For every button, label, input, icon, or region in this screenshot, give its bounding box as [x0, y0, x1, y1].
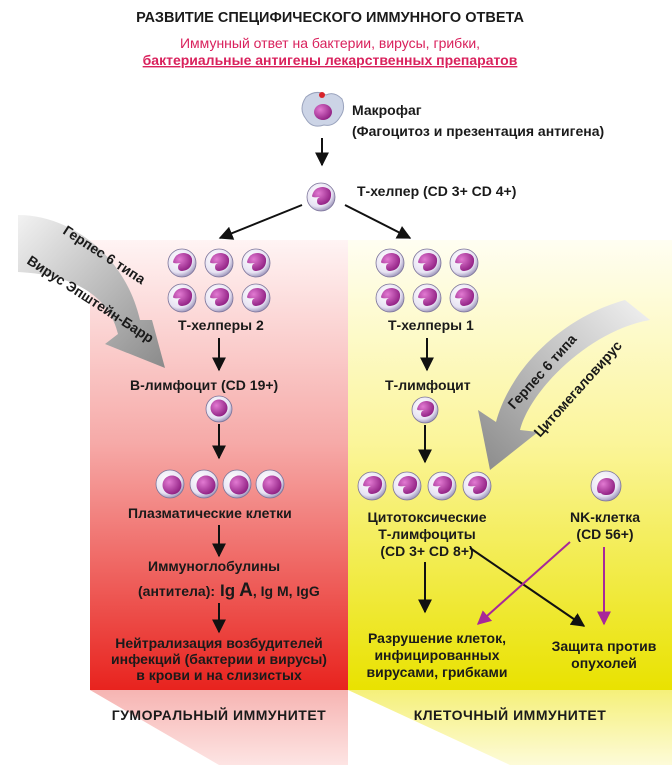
nk-line2: (CD 56+) — [576, 526, 633, 542]
cellular-footer-label: КЛЕТОЧНЫЙ ИММУНИТЕТ — [414, 706, 607, 723]
ig-a-prefix: Ig — [220, 581, 235, 600]
t-lymphocyte-label: Т-лимфоцит — [385, 377, 471, 393]
cellular-result1-line1: Разрушение клеток, — [368, 630, 506, 646]
humoral-result-line3: в крови и на слизистых — [136, 667, 302, 683]
cellular-result2-line1: Защита против — [552, 638, 657, 654]
macrophage-desc: (Фагоцитоз и презентация антигена) — [352, 123, 604, 139]
cytotoxic-cells-group — [357, 471, 492, 501]
arrow-cytotoxic-to-tumor — [469, 547, 586, 627]
lymphocyte-icon — [241, 248, 271, 278]
humoral-footer-arrow — [90, 690, 348, 765]
arrow-thelper-to-th2 — [218, 204, 303, 240]
b-lymphocyte-label: В-лимфоцит (CD 19+) — [130, 377, 278, 393]
cytotoxic-line2: Т-лимфоциты — [378, 526, 476, 542]
lymphocyte-icon — [167, 283, 197, 313]
lymphocyte-icon — [449, 248, 479, 278]
cellular-result2-line2: опухолей — [571, 655, 637, 671]
humoral-result-line2: инфекций (бактерии и вирусы) — [111, 651, 327, 667]
humoral-footer-label: ГУМОРАЛЬНЫЙ ИММУНИТЕТ — [112, 706, 326, 723]
nk-line1: NK-клетка — [570, 509, 640, 525]
plasma-cell-icon — [189, 469, 219, 499]
plasma-cell-icon — [155, 469, 185, 499]
lymphocyte-icon — [449, 283, 479, 313]
ig-a-letter: A — [239, 580, 253, 601]
plasma-cells-group — [155, 469, 285, 499]
lymphocyte-icon — [204, 283, 234, 313]
t-helpers-1-label: Т-хелперы 1 — [388, 317, 474, 333]
cytotoxic-lymphocyte-icon — [462, 471, 492, 501]
immunoglobulins-label: Иммуноглобулины — [148, 558, 280, 574]
lymphocyte-icon — [204, 248, 234, 278]
macrophage-label: Макрофаг — [352, 102, 422, 118]
lymphocyte-icon — [375, 248, 405, 278]
subtitle-line2: бактериальные антигены лекарственных пре… — [143, 52, 518, 68]
t-helpers-1-cell-group — [375, 248, 479, 313]
t-helper-label: Т-хелпер (CD 3+ CD 4+) — [357, 183, 516, 199]
macrophage-cell-icon — [301, 91, 345, 127]
plasma-cells-label: Плазматические клетки — [128, 505, 292, 521]
lymphocyte-icon — [375, 283, 405, 313]
lymphocyte-icon — [412, 283, 442, 313]
lymphocyte-icon — [167, 248, 197, 278]
cytotoxic-lymphocyte-icon — [392, 471, 422, 501]
cytotoxic-line3: (CD 3+ CD 8+) — [380, 543, 473, 559]
cytotoxic-lymphocyte-icon — [357, 471, 387, 501]
cellular-footer-arrow — [348, 690, 672, 765]
cellular-result1-line2: инфицированных — [374, 647, 499, 663]
t-lymphocyte-cell-icon — [411, 396, 439, 424]
humoral-result-line1: Нейтрализация возбудителей — [115, 635, 323, 651]
t-helpers-2-label: Т-хелперы 2 — [178, 317, 264, 333]
lymphocyte-icon — [412, 248, 442, 278]
antibodies-prefix: (антитела): — [138, 583, 215, 599]
plasma-cell-icon — [222, 469, 252, 499]
arrow-thelper-to-th1 — [344, 204, 412, 239]
page-title: РАЗВИТИЕ СПЕЦИФИЧЕСКОГО ИММУННОГО ОТВЕТА — [136, 10, 524, 26]
t-helpers-2-cell-group — [167, 248, 271, 313]
b-lymphocyte-cell-icon — [205, 395, 233, 423]
arrow-nk-to-destruction — [476, 541, 571, 625]
cytotoxic-line1: Цитотоксические — [367, 509, 486, 525]
subtitle-line1: Иммунный ответ на бактерии, вирусы, гриб… — [180, 35, 480, 51]
ig-rest: , Ig M, IgG — [253, 583, 320, 599]
t-helper-cell-icon — [306, 182, 336, 212]
nk-cell-icon — [590, 470, 622, 502]
cytotoxic-lymphocyte-icon — [427, 471, 457, 501]
lymphocyte-icon — [241, 283, 271, 313]
cellular-result1-line3: вирусами, грибками — [367, 664, 508, 680]
plasma-cell-icon — [255, 469, 285, 499]
